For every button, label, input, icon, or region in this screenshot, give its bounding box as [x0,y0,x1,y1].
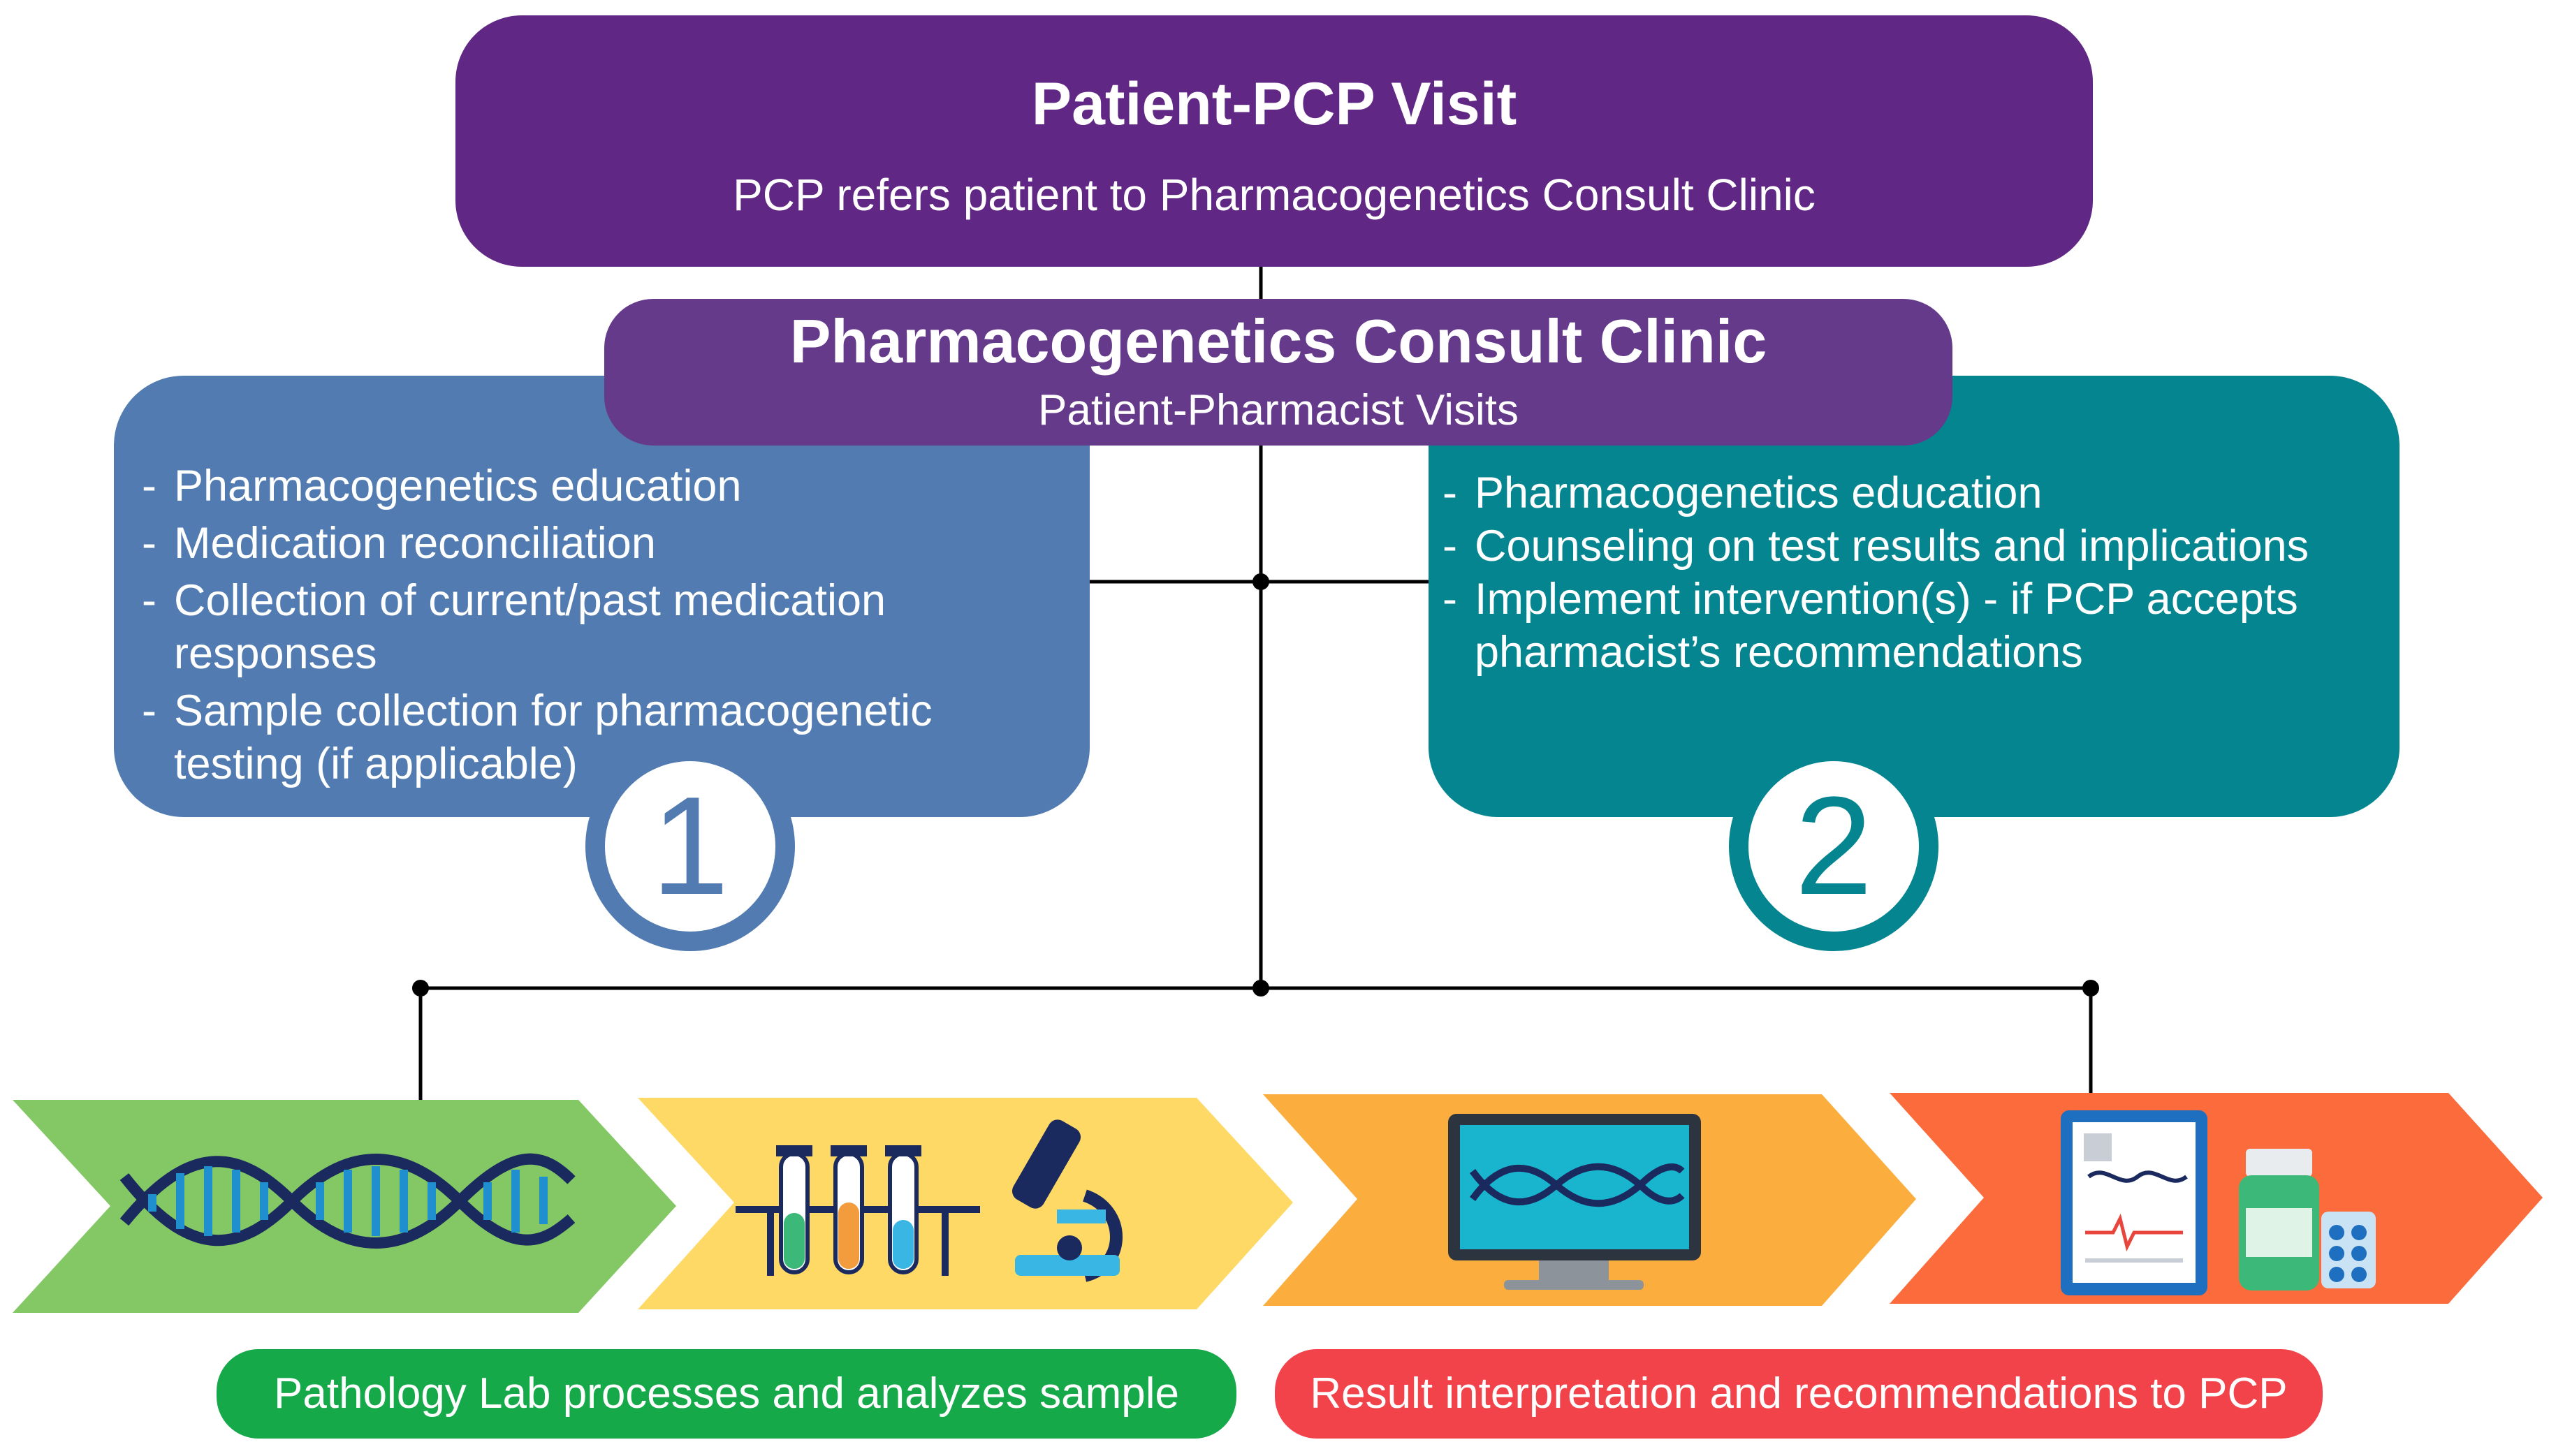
step-chevron-report [1890,1093,2543,1304]
visit-2-number-badge: 2 [1729,742,1938,951]
junction-dot [2082,980,2099,997]
lab-process-label: Pathology Lab processes and analyzes sam… [217,1349,1236,1439]
visit-1-number-badge: 1 [585,742,795,951]
test-tubes-icon [736,1145,980,1276]
list-item: Sample collection for pharmacogenetic te… [142,684,1062,790]
junction-dot [1252,573,1269,590]
report-icon [2061,1110,2207,1295]
list-item: Pharmacogenetics education [142,459,1062,513]
visit-1-list: Pharmacogenetics education Medication re… [142,459,1062,795]
step-chevron-lab [638,1098,1293,1309]
visit-1-panel: Pharmacogenetics education Medication re… [114,376,1090,817]
dna-icon [119,1153,576,1249]
patient-pcp-visit-box: Patient-PCP Visit PCP refers patient to … [455,15,2093,267]
visit-2-panel: Pharmacogenetics education Counseling on… [1429,376,2400,817]
visit-title: Patient-PCP Visit [1031,71,1517,138]
computer-monitor-icon [1448,1114,1701,1290]
list-item: Collection of current/past medication re… [142,574,1062,680]
visit-subtitle: PCP refers patient to Pharmacogenetics C… [733,170,1816,220]
step-chevron-analysis [1263,1094,1916,1306]
pill-blister-icon [2321,1212,2376,1288]
junction-dot [1252,980,1269,997]
junction-dot [412,980,429,997]
clinic-subtitle: Patient-Pharmacist Visits [1038,386,1519,434]
visit-2-list: Pharmacogenetics education Counseling on… [1443,466,2379,679]
list-item: Medication reconciliation [142,517,1062,570]
list-item: Counseling on test results and implicati… [1443,520,2379,573]
clinic-title: Pharmacogenetics Consult Clinic [789,307,1767,376]
medicine-bottle-icon [2239,1149,2319,1290]
consult-clinic-box: Pharmacogenetics Consult Clinic Patient-… [604,299,1952,446]
result-label: Result interpretation and recommendation… [1275,1349,2323,1439]
microscope-icon [1011,1119,1123,1282]
list-item: Pharmacogenetics education [1443,466,2379,520]
list-item: Implement intervention(s) - if PCP accep… [1443,573,2379,679]
step-chevron-dna [13,1100,676,1313]
